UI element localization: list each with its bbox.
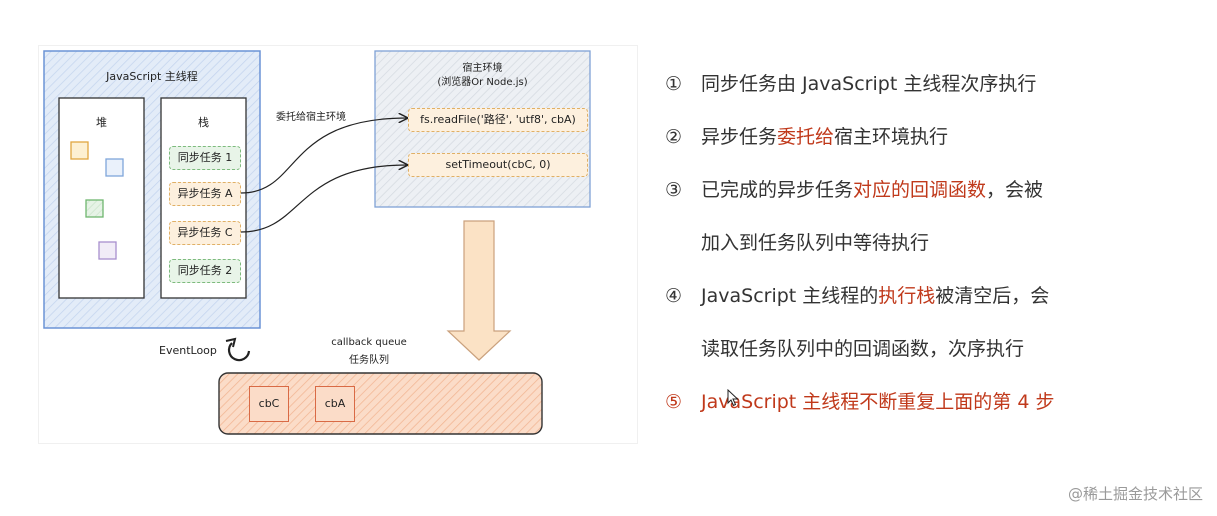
delegate-arrow-c: [240, 165, 407, 233]
explanation-item-4: ④ JavaScript 主线程的执行栈被清空后，会: [665, 270, 1185, 323]
diagram-graphics: [43, 50, 591, 435]
item-text: 异步任务: [701, 126, 778, 148]
explanation-item-2: ② 异步任务委托给宿主环境执行: [665, 111, 1185, 164]
explanation-item-1: ① 同步任务由 JavaScript 主线程次序执行: [665, 58, 1185, 111]
item-text: 同步任务由 JavaScript 主线程次序执行: [701, 73, 1037, 95]
host-task-readfile: fs.readFile('路径', 'utf8', cbA): [408, 108, 588, 132]
heap-object-purple: [98, 241, 117, 260]
host-subtitle: (浏览器Or Node.js): [437, 77, 528, 88]
heap-label: 堆: [96, 116, 107, 129]
item-text: 已完成的异步任务: [701, 179, 854, 201]
heap-box: [58, 97, 145, 299]
queue-item-cba: cbA: [315, 386, 355, 422]
item-text: ，会被: [986, 179, 1044, 201]
event-loop-diagram: JavaScript 主线程 堆 栈 同步任务 1 异步任务 A 异步任务 C …: [38, 45, 638, 444]
stack-item-sync-2: 同步任务 2: [169, 259, 241, 283]
host-task-settimeout: setTimeout(cbC, 0): [408, 153, 588, 177]
to-queue-arrow: [446, 220, 512, 361]
mouse-cursor-icon: [727, 389, 739, 407]
item-text: JavaScript 主线程的: [701, 285, 879, 307]
heap-object-orange: [70, 141, 89, 160]
host-title: 宿主环境: [462, 63, 503, 74]
explanation-item-4-continued: 读取任务队列中的回调函数，次序执行: [701, 338, 1025, 360]
explanation-item-3: ③ 已完成的异步任务对应的回调函数，会被: [665, 164, 1185, 217]
delegate-label: 委托给宿主环境: [276, 112, 346, 123]
item-number: ③: [665, 179, 683, 201]
event-loop-label: EventLoop: [159, 344, 217, 357]
item-highlight: 委托给: [777, 126, 835, 148]
queue-subtitle: 任务队列: [349, 355, 389, 366]
item-text: 宿主环境执行: [834, 126, 949, 148]
stack-item-sync-1: 同步任务 1: [169, 146, 241, 170]
callback-queue: [218, 372, 543, 435]
event-loop-icon: [225, 337, 251, 362]
item-number: ⑤: [665, 391, 683, 413]
watermark: @稀土掘金技术社区: [1067, 485, 1203, 503]
stack-item-async-c: 异步任务 C: [169, 221, 241, 245]
queue-title: callback queue: [331, 337, 407, 348]
item-highlight: 执行栈: [878, 285, 936, 307]
item-number: ②: [665, 126, 683, 148]
heap-object-blue: [105, 158, 124, 177]
explanation-item-3-continued: 加入到任务队列中等待执行: [701, 232, 930, 254]
item-text: JavaScript 主线程不断重复上面的第 4 步: [701, 391, 1055, 413]
item-highlight: 对应的回调函数: [853, 179, 987, 201]
item-number: ①: [665, 73, 683, 95]
explanation-item-5: ⑤ JavaScript 主线程不断重复上面的第 4 步: [665, 376, 1185, 429]
item-number: ④: [665, 285, 683, 307]
explanation-list: ① 同步任务由 JavaScript 主线程次序执行 ② 异步任务委托给宿主环境执行…: [665, 58, 1185, 429]
main-thread-title: JavaScript 主线程: [106, 70, 198, 83]
delegate-arrow-a: [240, 118, 407, 194]
stack-item-async-a: 异步任务 A: [169, 182, 241, 206]
stack-label: 栈: [198, 116, 209, 129]
item-text: 被清空后，会: [935, 285, 1050, 307]
queue-item-cbc: cbC: [249, 386, 289, 422]
heap-object-green: [85, 199, 104, 218]
